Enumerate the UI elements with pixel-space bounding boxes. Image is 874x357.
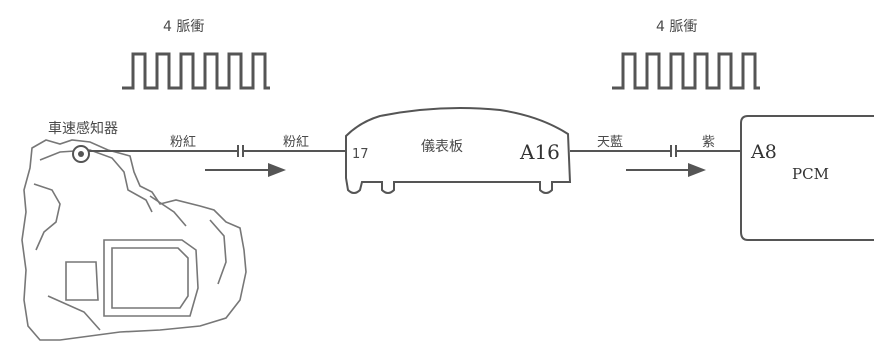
pcm-title: PCM: [792, 165, 829, 183]
wire2-label-a: 天藍: [597, 135, 624, 150]
pcm-module-box: [740, 115, 874, 241]
cluster-title: 儀表板: [421, 139, 463, 155]
signal-arrow-left: [205, 163, 286, 177]
pulse-label-right: 4 脈衝: [656, 19, 698, 35]
instrument-cluster-box: [345, 107, 572, 194]
pcm-pin: A8: [751, 141, 777, 163]
pulse-waveform-left: [122, 52, 270, 90]
signal-arrow-right: [626, 163, 706, 177]
speed-sensor-label: 車速感知器: [48, 121, 118, 137]
pulse-label-left: 4 脈衝: [163, 19, 205, 35]
pulse-waveform-right: [612, 52, 760, 90]
cluster-pin-out: A16: [520, 140, 560, 164]
speed-sensor-housing: [21, 139, 247, 341]
wire1-label-b: 粉紅: [283, 135, 310, 150]
wire1-label-a: 粉紅: [170, 135, 197, 150]
cluster-pin-in: 17: [352, 147, 369, 162]
wire2-label-b: 紫: [702, 135, 716, 150]
